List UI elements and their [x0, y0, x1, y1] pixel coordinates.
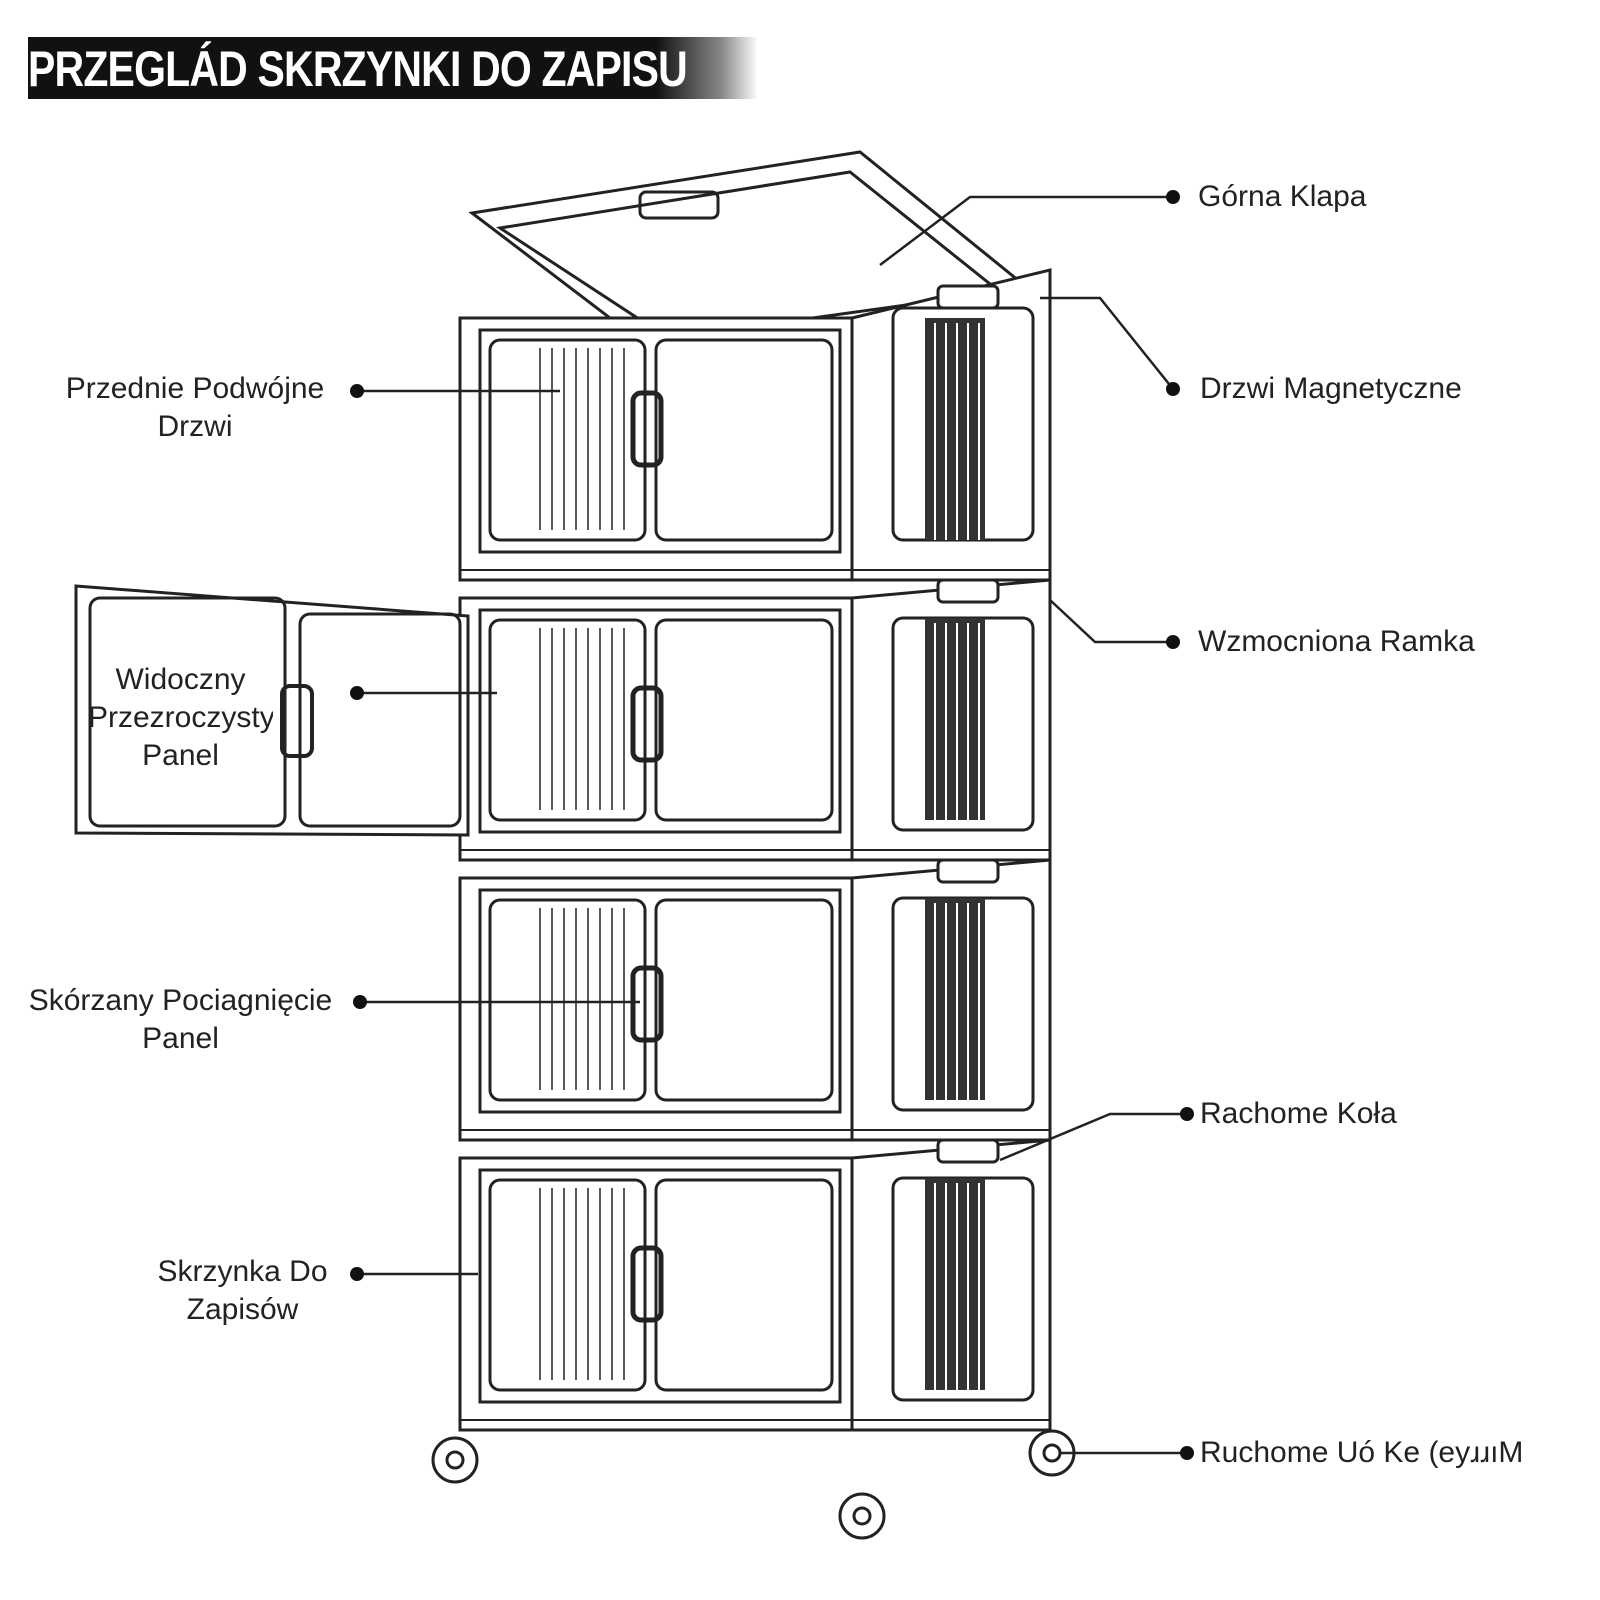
- label-line: Skrzynka Do: [157, 1255, 328, 1288]
- open-front-door: [74, 584, 470, 837]
- label-line: Widoczny: [115, 663, 246, 696]
- label-line: Panel: [142, 1022, 219, 1055]
- label-leather-pull: Skórzany Pociagnięcie Panel: [18, 982, 343, 1058]
- wheel-front-left: [431, 1436, 479, 1484]
- label-line: Przezroczysty: [88, 701, 273, 734]
- label-line: Drzwi: [157, 410, 233, 443]
- label-line: Skórzany Pociagnięcie: [28, 984, 333, 1017]
- storage-box-tier: [458, 858, 1052, 1142]
- storage-box-tier: [458, 578, 1052, 862]
- storage-box-tier: [458, 268, 1052, 582]
- page-title: PRZEGLÁD SKRZYNKI DO ZAPISU: [28, 41, 688, 97]
- label-magnetic-doors: Drzwi Magnetyczne: [1200, 372, 1462, 405]
- callout-dots: [350, 190, 1194, 1460]
- label-top-lid: Górna Klapa: [1198, 180, 1367, 213]
- wheel-front-right: [838, 1492, 886, 1540]
- label-reinforced-frame: Wzmocniona Ramka: [1198, 625, 1475, 658]
- label-front-double-doors: Przednie Podwójne Drzwi: [40, 370, 350, 446]
- storage-box-tier: [458, 1138, 1052, 1432]
- title-banner: [28, 37, 758, 99]
- label-line: Zapisów: [186, 1293, 299, 1326]
- label-visible-panel: Widoczny Przezroczysty Panel: [88, 661, 273, 775]
- label-movable-wheels: Rachome Koła: [1200, 1097, 1397, 1130]
- callout-lines: [357, 195, 1187, 1455]
- label-storage-box: Skrzynka Do Zapisów: [140, 1253, 345, 1329]
- label-line: Panel: [142, 739, 219, 772]
- label-movable-bottom: Ruchome Uó Ke (eyɹɹıM: [1200, 1436, 1524, 1469]
- label-line: Przednie Podwójne: [65, 372, 325, 405]
